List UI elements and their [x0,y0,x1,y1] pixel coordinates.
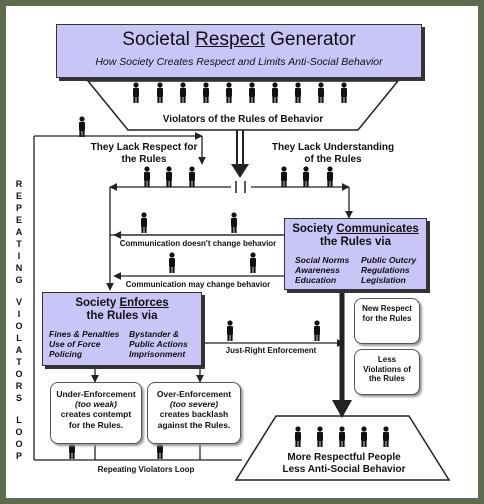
lack-understanding-label: They Lack Understanding of the Rules [271,142,395,165]
new-respect-box: New Respect for the Rules [354,298,420,344]
comm-item-awareness: Awareness [295,265,340,275]
enf-item-fines: Fines & Penalties [49,329,120,339]
new-respect-text: New Respect for the Rules [362,304,412,323]
comm-item-legislation: Legislation [361,275,406,285]
connector-layer [33,80,451,481]
comm-item-social-norms: Social Norms [295,255,350,265]
repeating-loop-label: Repeating Violators Loop [97,465,195,474]
enf-item-bystander: Bystander & [129,329,180,339]
comm-item-public-outcry: Public Outcry [361,255,417,265]
lack-respect-label: They Lack Respect for the Rules [90,142,198,165]
over-enforcement-box: Over-Enforcement (too severe) creates ba… [147,382,241,444]
page-subtitle: How Society Creates Respect and Limits A… [95,56,383,68]
less-violations-box: Less Violations of the Rules [354,349,420,395]
under-enforcement-text: Under-Enforcement (too weak) creates con… [56,389,136,430]
comm-item-regulations: Regulations [361,265,410,275]
enf-item-use-of-force: Use of Force [49,339,101,349]
over-enforcement-text: Over-Enforcement (too severe) creates ba… [156,389,232,430]
enf-item-public-actions: Public Actions [129,339,188,349]
less-violations-text: Less Violations of the Rules [363,355,411,384]
diagram-canvas: Societal Respect Generator How Society C… [6,6,478,498]
just-right-label: Just-Right Enforcement [225,346,317,355]
under-enforcement-box: Under-Enforcement (too weak) creates con… [50,382,142,444]
comm-no-change-label: Communication doesn't change behavior [119,239,277,248]
bottom-trapezoid [234,415,451,481]
comm-item-education: Education [295,275,337,285]
enf-item-imprisonment: Imprisonment [129,349,186,359]
comm-may-change-label: Communication may change behavior [125,280,271,289]
bottom-label-2: Less Anti-Social Behavior [282,464,406,475]
bottom-label-1: More Respectful People [287,452,401,463]
enf-item-policing: Policing [49,349,83,359]
funnel-top-label: Violators of the Rules of Behavior [162,114,324,125]
page-title: Societal Respect Generator [122,29,356,50]
title-box: Societal Respect Generator How Society C… [56,24,422,78]
